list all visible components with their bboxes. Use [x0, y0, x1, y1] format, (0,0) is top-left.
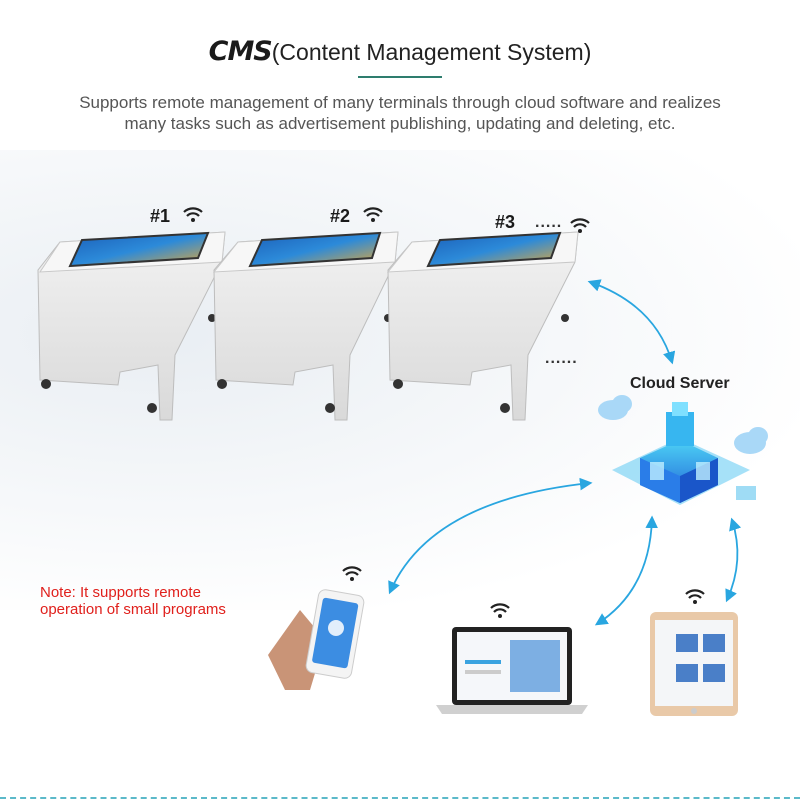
arrow-server-to-laptop: [594, 515, 659, 626]
more-terminals-dots-top: .....: [535, 214, 563, 231]
title-underline: [358, 76, 442, 78]
server-icon: [612, 402, 750, 505]
wifi-icon: [490, 603, 510, 618]
bottom-dashed-border: [0, 797, 800, 799]
wifi-icon: [183, 207, 203, 222]
touch-table-2: [212, 231, 399, 421]
more-terminals-dots-mid: ......: [545, 350, 578, 367]
terminal-label-3: #3: [495, 212, 516, 232]
arrow-server-to-tablet: [725, 517, 742, 603]
cloud-server-label: Cloud Server: [630, 375, 730, 392]
tablet-icon: [650, 612, 738, 716]
touch-table-1: [37, 231, 226, 421]
wifi-icon: [685, 589, 705, 604]
wifi-icon: [570, 218, 590, 233]
wifi-icon: [342, 566, 362, 581]
touch-table-3: [386, 231, 579, 421]
wifi-icon: [363, 207, 383, 222]
arrow-server-to-phone: [388, 477, 593, 595]
server-block-icon: [736, 486, 756, 500]
phone-icon: [268, 589, 365, 690]
title-abbr: CMS: [208, 36, 273, 67]
arrow-table-to-server: [587, 279, 676, 365]
page-title: CMS(Content Management System): [0, 36, 800, 67]
terminal-label-2: #2: [330, 206, 351, 226]
description: Supports remote management of many termi…: [79, 93, 721, 133]
cloud-icon: [598, 395, 632, 420]
terminal-label-1: #1: [150, 206, 171, 226]
note-text: Note: It supports remote operation of sm…: [40, 584, 226, 618]
cloud-icon: [734, 427, 768, 454]
laptop-icon: [436, 627, 588, 714]
title-full: (Content Management System): [271, 39, 592, 65]
